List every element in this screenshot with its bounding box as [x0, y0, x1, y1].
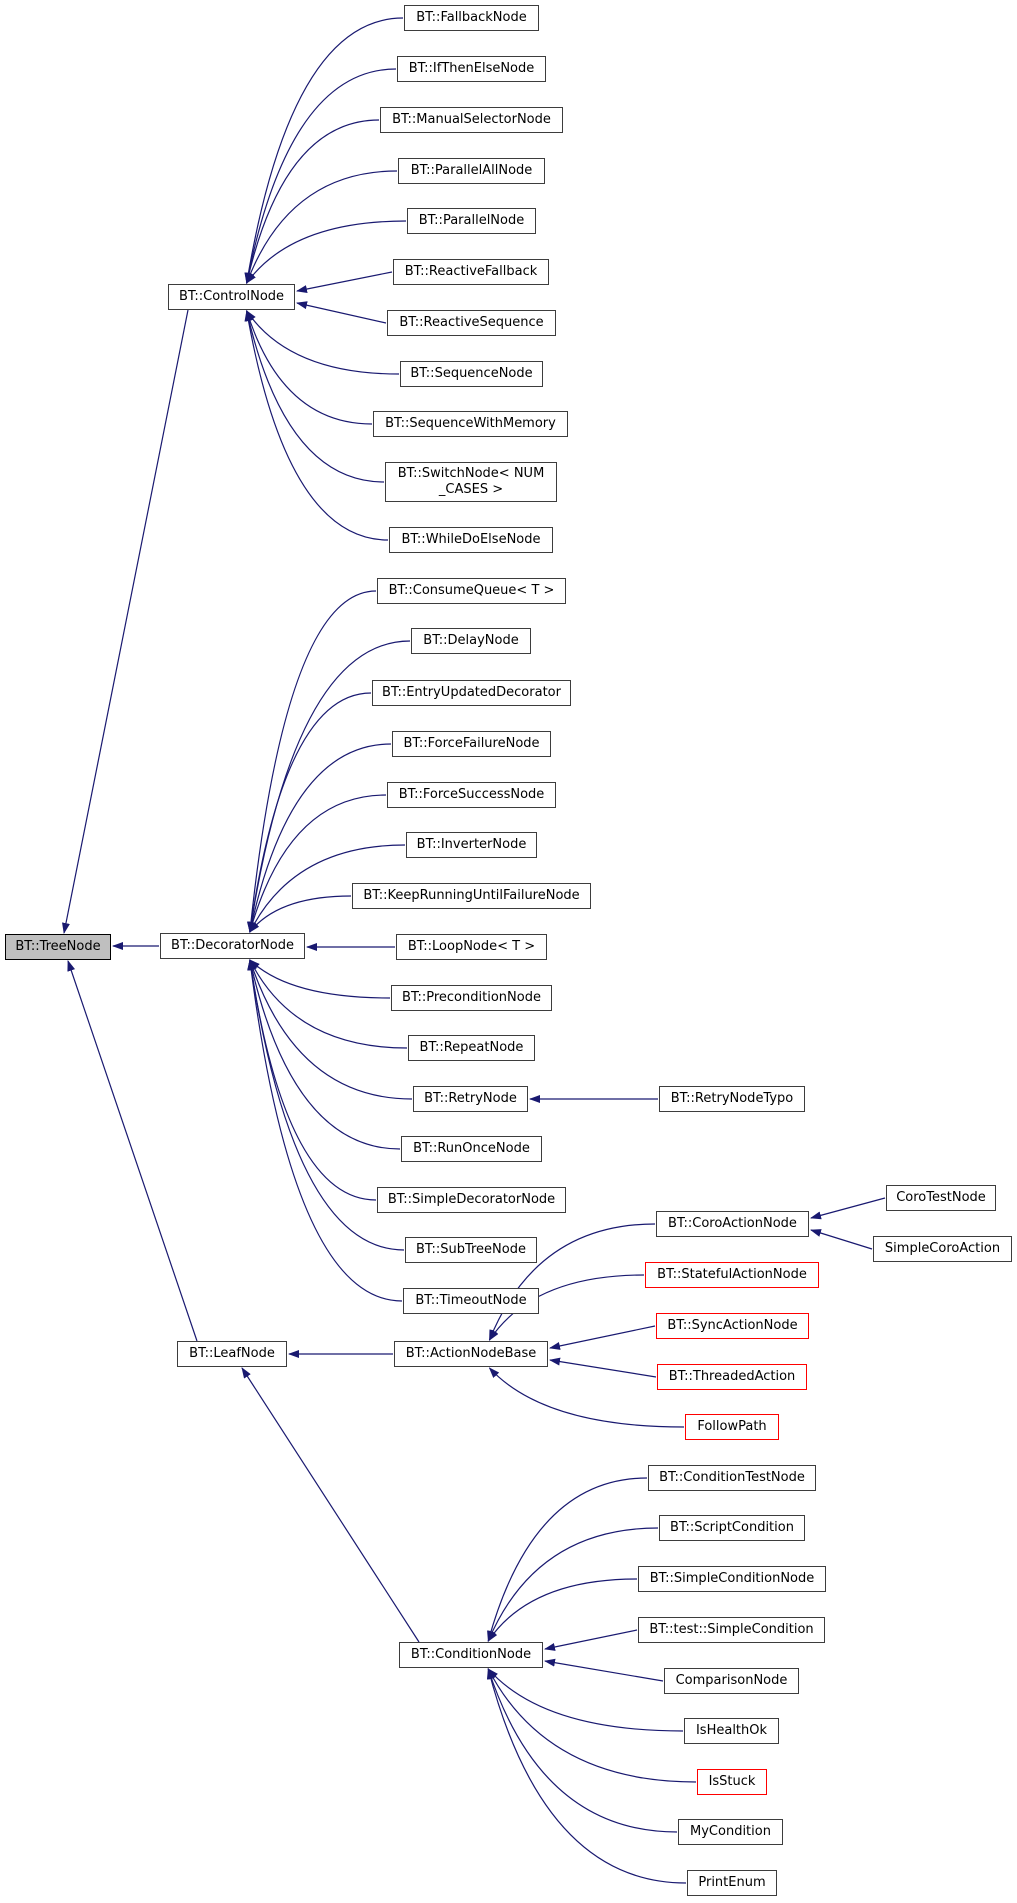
node-sequence-node[interactable]: BT::SequenceNode	[400, 361, 543, 387]
inheritance-edge-entry_updated_decorator-to-decorator_node	[247, 692, 372, 933]
node-parallel-node[interactable]: BT::ParallelNode	[407, 208, 536, 234]
inheritance-edge-consume_queue-to-decorator_node	[246, 590, 377, 933]
node-fallback-node[interactable]: BT::FallbackNode	[404, 5, 539, 31]
node-entry-updated-decorator[interactable]: BT::EntryUpdatedDecorator	[372, 680, 571, 706]
inheritance-edge-is_health_ok-to-condition_node	[487, 1668, 684, 1732]
node-tree-node[interactable]: BT::TreeNode	[5, 934, 111, 960]
node-sequence-with-memory[interactable]: BT::SequenceWithMemory	[373, 411, 568, 437]
node-sync-action-node[interactable]: BT::SyncActionNode	[656, 1313, 809, 1339]
node-reactive-fallback[interactable]: BT::ReactiveFallback	[393, 259, 549, 285]
inheritance-edge-condition_node-to-leaf_node	[241, 1367, 420, 1643]
node-is-stuck[interactable]: IsStuck	[697, 1769, 767, 1795]
node-leaf-node[interactable]: BT::LeafNode	[177, 1341, 287, 1367]
inheritance-edge-retry_node-to-decorator_node	[249, 959, 413, 1100]
node-retry-node[interactable]: BT::RetryNode	[413, 1086, 528, 1112]
node-consume-queue[interactable]: BT::ConsumeQueue< T >	[377, 578, 566, 604]
inheritance-edge-reactive_sequence-to-control_node	[296, 301, 387, 324]
inheritance-edge-keep_running_until_failure_node-to-decorator_node	[249, 895, 352, 933]
node-follow-path[interactable]: FollowPath	[685, 1414, 779, 1440]
inheritance-edge-while_do_else_node-to-control_node	[244, 310, 389, 541]
inheritance-edge-manual_selector_node-to-control_node	[245, 119, 380, 284]
node-timeout-node[interactable]: BT::TimeoutNode	[403, 1288, 539, 1314]
inheritance-edge-my_condition-to-condition_node	[487, 1668, 678, 1833]
inheritance-edge-test_simple_condition-to-condition_node	[544, 1629, 638, 1651]
node-repeat-node[interactable]: BT::RepeatNode	[408, 1035, 535, 1061]
node-condition-test-node[interactable]: BT::ConditionTestNode	[648, 1465, 816, 1491]
inheritance-edge-fallback_node-to-control_node	[244, 17, 404, 284]
inheritance-edge-sequence_with_memory-to-control_node	[245, 310, 373, 425]
node-parallel-all-node[interactable]: BT::ParallelAllNode	[398, 158, 545, 184]
inheritance-edge-sync_action_node-to-action_node_base	[549, 1325, 656, 1350]
node-test-simple-condition[interactable]: BT::test::SimpleCondition	[638, 1617, 825, 1643]
node-decorator-node[interactable]: BT::DecoratorNode	[160, 933, 305, 959]
inheritance-edge-stateful_action_node-to-action_node_base	[488, 1274, 645, 1341]
inheritance-edge-simple_coro_action-to-coro_action_node	[810, 1229, 873, 1250]
inheritance-edge-sequence_node-to-control_node	[246, 310, 400, 375]
node-force-failure-node[interactable]: BT::ForceFailureNode	[392, 731, 551, 757]
node-if-then-else-node[interactable]: BT::IfThenElseNode	[397, 56, 546, 82]
inheritance-edge-coro_test_node-to-coro_action_node	[810, 1197, 886, 1220]
inheritance-edge-run_once_node-to-decorator_node	[248, 959, 401, 1150]
inheritance-edge-if_then_else_node-to-control_node	[244, 68, 397, 284]
node-while-do-else-node[interactable]: BT::WhileDoElseNode	[389, 527, 553, 553]
node-is-health-ok[interactable]: IsHealthOk	[684, 1718, 779, 1744]
inheritance-edge-leaf_node-to-tree_node	[67, 960, 198, 1342]
inheritance-edge-simple_condition_node-to-condition_node	[487, 1578, 638, 1642]
node-condition-node[interactable]: BT::ConditionNode	[399, 1642, 543, 1668]
node-control-node[interactable]: BT::ControlNode	[168, 284, 295, 310]
node-stateful-action-node[interactable]: BT::StatefulActionNode	[645, 1262, 819, 1288]
inheritance-edge-comparison_node-to-condition_node	[544, 1658, 664, 1682]
inheritance-edge-control_node-to-tree_node	[62, 309, 189, 934]
node-simple-decorator-node[interactable]: BT::SimpleDecoratorNode	[377, 1187, 566, 1213]
inheritance-edge-force_failure_node-to-decorator_node	[248, 743, 392, 933]
node-switch-node[interactable]: BT::SwitchNode< NUM _CASES >	[385, 462, 557, 502]
node-coro-action-node[interactable]: BT::CoroActionNode	[656, 1211, 809, 1237]
node-action-node-base[interactable]: BT::ActionNodeBase	[394, 1341, 548, 1367]
node-threaded-action[interactable]: BT::ThreadedAction	[657, 1364, 807, 1390]
inheritance-edge-inverter_node-to-decorator_node	[249, 844, 406, 933]
inheritance-edge-parallel_all_node-to-control_node	[246, 170, 398, 284]
node-keep-running-until-failure-node[interactable]: BT::KeepRunningUntilFailureNode	[352, 883, 591, 909]
node-precondition-node[interactable]: BT::PreconditionNode	[391, 985, 552, 1011]
inheritance-edge-follow_path-to-action_node_base	[488, 1367, 685, 1428]
node-loop-node[interactable]: BT::LoopNode< T >	[396, 934, 547, 960]
node-script-condition[interactable]: BT::ScriptCondition	[659, 1515, 805, 1541]
inheritance-edge-threaded_action-to-action_node_base	[549, 1357, 657, 1378]
node-manual-selector-node[interactable]: BT::ManualSelectorNode	[380, 107, 563, 133]
node-retry-node-typo[interactable]: BT::RetryNodeTypo	[659, 1086, 805, 1112]
inheritance-edge-precondition_node-to-decorator_node	[249, 959, 391, 999]
node-force-success-node[interactable]: BT::ForceSuccessNode	[387, 782, 556, 808]
inheritance-edge-repeat_node-to-decorator_node	[249, 959, 408, 1049]
inheritance-edge-sub_tree_node-to-decorator_node	[247, 959, 405, 1251]
inheritance-edge-condition_test_node-to-condition_node	[487, 1477, 648, 1642]
inheritance-edge-switch_node-to-control_node	[245, 310, 385, 483]
inheritance-edge-print_enum-to-condition_node	[486, 1668, 687, 1884]
node-comparison-node[interactable]: ComparisonNode	[664, 1668, 799, 1694]
node-simple-condition-node[interactable]: BT::SimpleConditionNode	[638, 1566, 826, 1592]
inheritance-edge-timeout_node-to-decorator_node	[247, 959, 403, 1302]
node-reactive-sequence[interactable]: BT::ReactiveSequence	[387, 310, 556, 336]
inheritance-edge-script_condition-to-condition_node	[487, 1527, 659, 1642]
node-coro-test-node[interactable]: CoroTestNode	[886, 1185, 996, 1211]
node-run-once-node[interactable]: BT::RunOnceNode	[401, 1136, 542, 1162]
inheritance-edge-reactive_fallback-to-control_node	[296, 271, 393, 293]
inheritance-edge-is_stuck-to-condition_node	[487, 1668, 697, 1783]
inheritance-edge-parallel_node-to-control_node	[246, 220, 407, 284]
node-sub-tree-node[interactable]: BT::SubTreeNode	[405, 1237, 537, 1263]
inheritance-edge-force_success_node-to-decorator_node	[248, 794, 387, 933]
node-simple-coro-action[interactable]: SimpleCoroAction	[873, 1236, 1012, 1262]
inheritance-edge-delay_node-to-decorator_node	[247, 640, 411, 933]
node-delay-node[interactable]: BT::DelayNode	[411, 628, 531, 654]
node-my-condition[interactable]: MyCondition	[678, 1819, 783, 1845]
node-print-enum[interactable]: PrintEnum	[687, 1870, 777, 1896]
node-inverter-node[interactable]: BT::InverterNode	[406, 832, 537, 858]
